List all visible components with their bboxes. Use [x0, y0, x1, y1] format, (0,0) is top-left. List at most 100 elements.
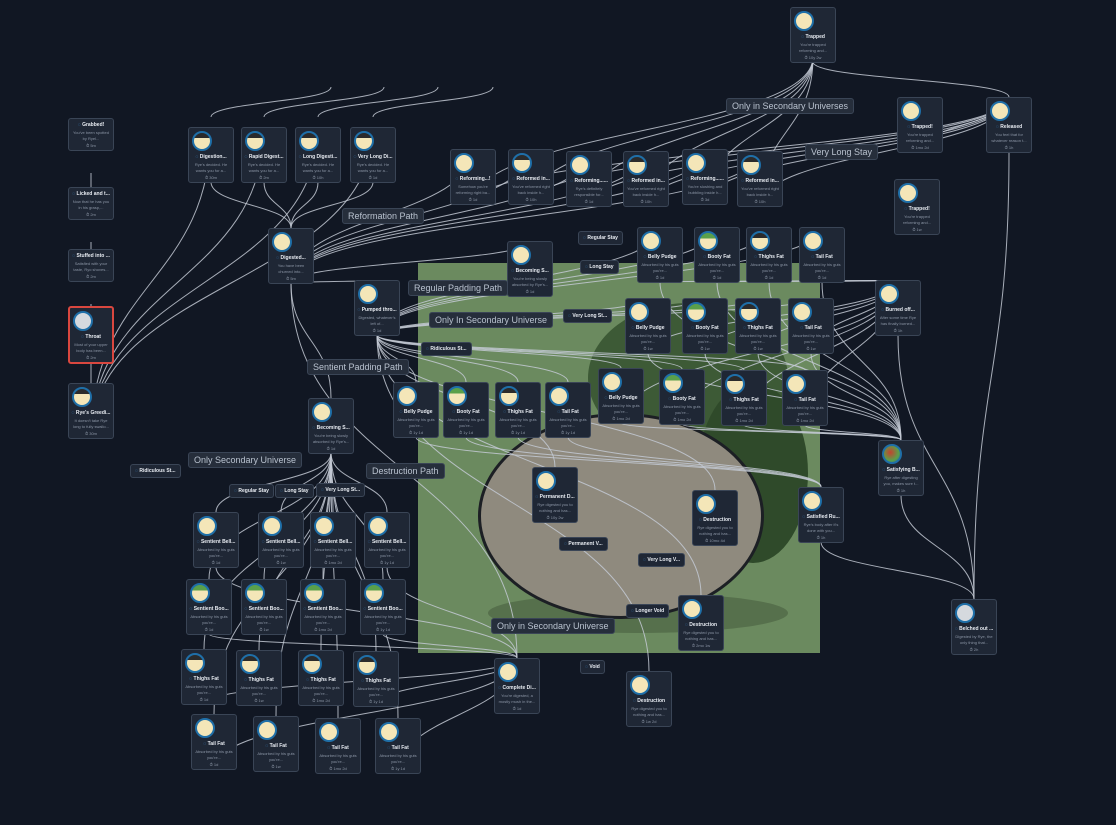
graph-node-void[interactable]: Void — [580, 660, 605, 674]
graph-node-longer-void[interactable]: Longer Void — [626, 604, 670, 618]
node-duration: 1y 1d — [378, 766, 418, 771]
graph-node-permanent-v[interactable]: Permanent V... — [559, 537, 608, 551]
graph-node-very-long-v[interactable]: Very Long V... — [638, 553, 685, 567]
graph-node-reforming2[interactable]: Reforming......Rye's definitely responsi… — [566, 151, 612, 207]
path-label-only-secondary-universe: Only Secondary Universe — [188, 452, 303, 468]
node-duration: 2m — [71, 212, 111, 217]
node-title: Ridiculous St... — [426, 346, 466, 352]
graph-node-stuffed[interactable]: Stuffed into ...Satisfied with your tast… — [68, 249, 114, 282]
graph-node-digested[interactable]: Digested...You have been churned into...… — [268, 228, 314, 284]
node-title: Thighs Fat — [356, 678, 396, 684]
graph-node-complete-di[interactable]: Complete Di...You're digested, a mostly … — [494, 658, 540, 714]
avatar-icon — [725, 374, 745, 394]
graph-node-becoming-1[interactable]: Becoming S...You're being slowly absorbe… — [507, 241, 553, 297]
graph-node-digestion[interactable]: Digestion...Rye's decided. He wants you … — [188, 127, 234, 183]
graph-node-regular-stay-2[interactable]: Regular Stay — [229, 484, 274, 498]
graph-node-reforming1[interactable]: Reforming...!Somehow you're reforming ri… — [450, 149, 496, 205]
node-title: Pumped thro... — [357, 307, 397, 313]
graph-node-long-stay-2[interactable]: Long Stay — [275, 484, 314, 498]
graph-node-sentient-bell-3[interactable]: Sentient Bell...Absorbed by his guts you… — [310, 512, 356, 568]
graph-node-very-long-di[interactable]: Very Long Di...Rye's decided. He wants y… — [350, 127, 396, 183]
graph-node-sentient-bell-1[interactable]: Sentient Bell...Absorbed by his guts you… — [193, 512, 239, 568]
graph-node-permanent-d[interactable]: Permanent D...Rye digested you to nothin… — [532, 467, 578, 523]
graph-node-satisfied-ru[interactable]: Satisfied Ru...Rye's body after it's don… — [798, 487, 844, 543]
node-duration: 1d — [497, 706, 537, 711]
graph-node-sentient-boo-3[interactable]: Sentient Boo...Absorbed by his guts you'… — [300, 579, 346, 635]
graph-node-sentient-bell-4[interactable]: Sentient Bell...Absorbed by his guts you… — [364, 512, 410, 568]
node-title: Trapped! — [900, 124, 940, 130]
graph-node-reformed2[interactable]: Reformed in...You've reformed right back… — [623, 151, 669, 207]
graph-node-reforming3[interactable]: Reforming......You're sloshing and bubbl… — [682, 149, 728, 205]
edge — [897, 334, 975, 600]
graph-node-rapid-digest[interactable]: Rapid Digest...Rye's decided. He wants y… — [241, 127, 287, 183]
node-description: You're being slowly absorbed by Rye's... — [511, 276, 549, 287]
avatar-icon — [990, 101, 1010, 121]
graph-node-very-long-st-2[interactable]: Very Long St... — [316, 483, 366, 497]
graph-node-sentient-boo-1[interactable]: Sentient Boo...Absorbed by his guts you'… — [186, 579, 232, 635]
graph-node-burned[interactable]: Burned off...After some time Rye has fin… — [875, 280, 921, 336]
graph-node-trapped-a[interactable]: Trapped!You're trapped reforming and...1… — [897, 97, 943, 153]
graph-node-long-stay[interactable]: Long Stay — [580, 260, 619, 274]
graph-node-ridiculous-st-2[interactable]: Ridiculous St... — [130, 464, 181, 478]
node-title: Ridiculous St... — [135, 468, 175, 474]
graph-node-grabbed[interactable]: Grabbed!You've been spotted by Ryel...5m — [68, 118, 114, 151]
graph-node-sentient-boo-4[interactable]: Sentient Boo...Absorbed by his guts you'… — [360, 579, 406, 635]
graph-node-regular-stay[interactable]: Regular Stay — [578, 231, 623, 245]
graph-node-becoming-2[interactable]: Becoming S...You're being slowly absorbe… — [308, 398, 354, 454]
node-duration: 1w — [239, 698, 279, 703]
node-title: Sentient Bell... — [261, 539, 301, 545]
node-duration: 1w — [261, 560, 301, 565]
graph-node-satisfying[interactable]: Satisfying B...Rye after digesting you, … — [878, 440, 924, 496]
graph-node-very-long-st-1[interactable]: Very Long St... — [563, 309, 613, 323]
graph-node-sentient-boo-2[interactable]: Sentient Boo...Absorbed by his guts you'… — [241, 579, 287, 635]
graph-node-ryes-greedy[interactable]: Rye's Greedi...It doesn't take Rye long … — [68, 383, 114, 439]
edge — [415, 436, 822, 488]
node-duration: 10mo 4d — [695, 538, 735, 543]
graph-node-ridiculous-st-1[interactable]: Ridiculous St... — [421, 342, 472, 356]
node-duration: 1mo 2d — [900, 145, 940, 150]
node-title: Grabbed! — [71, 122, 111, 128]
node-description: Most of your upper body has been... — [74, 342, 108, 353]
graph-node-long-digest[interactable]: Long Digesti...Rye's decided. He wants y… — [295, 127, 341, 183]
graph-node-licked[interactable]: Licked and t...Now that he has you in hi… — [68, 187, 114, 220]
graph-node-sentient-bell-2[interactable]: Sentient Bell...Absorbed by his guts you… — [258, 512, 304, 568]
graph-node-reformed1[interactable]: Reformed in...You've reformed right back… — [508, 149, 554, 205]
graph-node-belched[interactable]: Belched out ...Digested by Rye, the only… — [951, 599, 997, 655]
graph-node-reformed3[interactable]: Reformed in...You've reformed right back… — [737, 151, 783, 207]
graph-node-trapped-b[interactable]: Trapped!You're trapped reforming and...1… — [894, 179, 940, 235]
graph-node-pumped[interactable]: Pumped thro...Digested, whatever's left … — [354, 280, 400, 336]
node-duration: 1d — [194, 762, 234, 767]
avatar-icon — [257, 720, 277, 740]
